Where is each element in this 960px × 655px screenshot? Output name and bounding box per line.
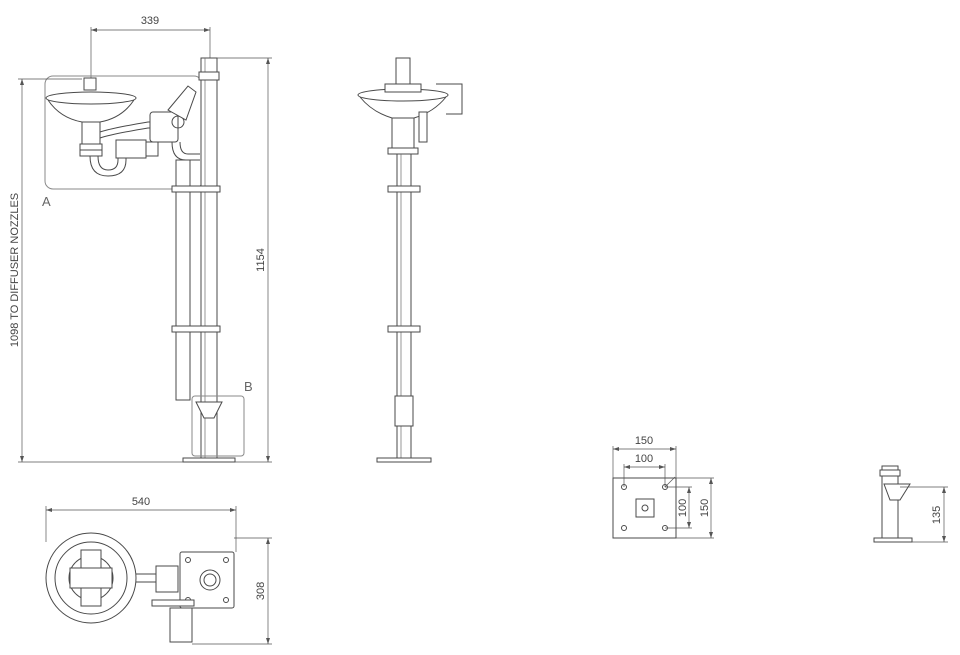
dim-label-plate-inner-height: 100 [677, 499, 689, 517]
front-bracket [387, 325, 421, 333]
plan-mount-plate [179, 551, 235, 609]
valve-detail-pipe [881, 465, 899, 539]
dim-label-135: 135 [931, 506, 943, 524]
detail-a-label: A [42, 194, 51, 209]
secondary-pipe [175, 159, 191, 401]
plan-view: 540 308 [45, 496, 272, 645]
detail-b-label: B [244, 379, 253, 394]
dim-plan-depth: 308 [192, 537, 272, 645]
bowl-rim [45, 91, 137, 105]
main-column [200, 57, 218, 459]
valve-detail-body [883, 483, 911, 501]
plan-valve [155, 565, 179, 593]
front-base-plate [376, 457, 432, 463]
dim-label-308: 308 [255, 582, 267, 600]
front-drain [391, 117, 415, 149]
supply-valve [195, 401, 223, 419]
pipe-bracket [171, 185, 221, 193]
dim-label-540: 540 [132, 496, 150, 508]
valve-detail-base [873, 537, 913, 543]
spray-head [83, 77, 97, 91]
base-plate-detail: 150 100 100 150 [612, 435, 714, 539]
trap-pipe [89, 148, 127, 177]
dim-label-plate-inner-width: 100 [635, 453, 653, 465]
dim-plan-width: 540 [45, 496, 237, 552]
valve-body [149, 111, 179, 143]
trap-fitting [115, 139, 147, 159]
dim-label-1098: 1098 TO DIFFUSER NOZZLES [9, 193, 21, 347]
pipe-bracket [171, 325, 221, 333]
front-paddle [418, 111, 428, 143]
dim-overall-height: 1154 [217, 57, 272, 463]
side-view: 339 A [9, 15, 272, 463]
detail-frame-b [191, 395, 245, 457]
front-view [357, 57, 463, 463]
dim-label-339: 339 [141, 15, 159, 27]
base-plate [182, 457, 236, 463]
dim-side-bowl-width: 339 [90, 15, 211, 80]
bowl-drain [81, 121, 101, 145]
dim-label-plate-outer-height: 150 [699, 499, 711, 517]
valve-detail: 135 [873, 465, 948, 543]
dim-nozzle-height: 1098 TO DIFFUSER NOZZLES [9, 78, 183, 463]
dim-label-1154: 1154 [255, 248, 267, 272]
paddle-handle [167, 85, 197, 121]
plan-pedal [169, 607, 193, 643]
front-bracket [387, 185, 421, 193]
dim-label-plate-outer-width: 150 [635, 435, 653, 447]
